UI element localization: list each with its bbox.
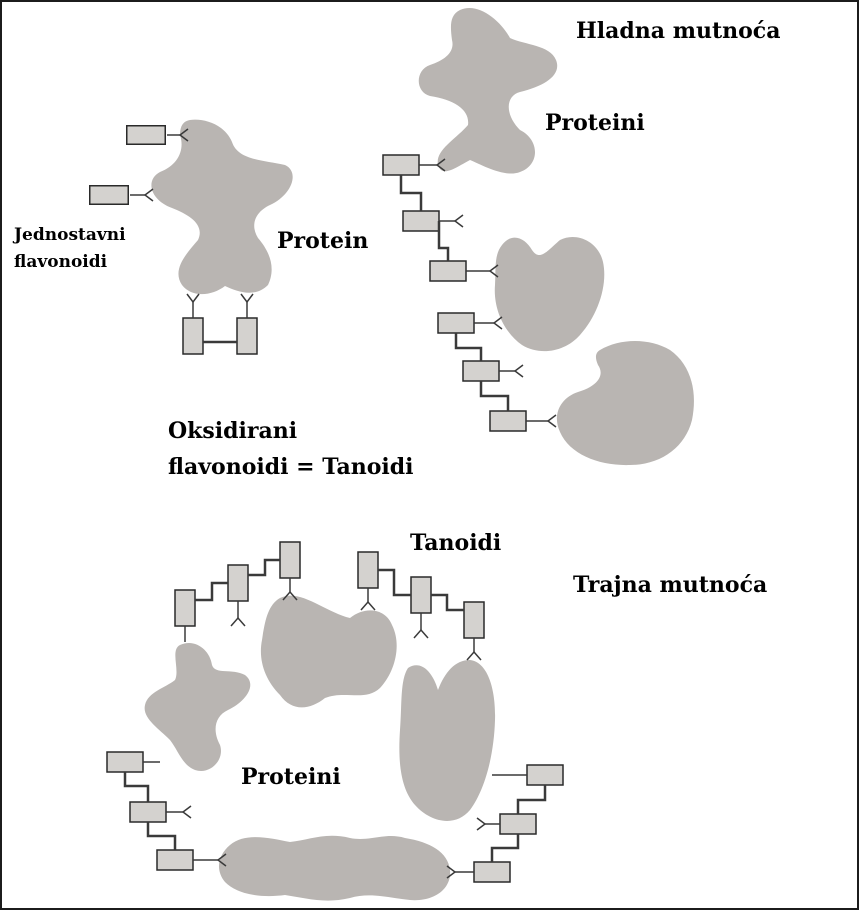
- label-oksidirani: Oksidirani: [168, 418, 298, 444]
- tannoid-chain-2: [437, 312, 557, 432]
- label-proteini-top: Proteini: [545, 110, 645, 136]
- tannoid-chain-4: [357, 551, 485, 661]
- protein-shape-1: [151, 119, 293, 295]
- simple-flavonoid-complex: [88, 119, 293, 355]
- label-tanoidi: Tanoidi: [410, 530, 502, 556]
- label-trajna-mutnoca: Trajna mutnoća: [573, 572, 768, 598]
- label-hladna-mutnoca: Hladna mutnoća: [576, 18, 781, 44]
- tannoid-chain-5: [106, 751, 227, 871]
- tannoid-chain-6: [446, 764, 564, 883]
- tannoid-chain-3: [174, 541, 301, 642]
- protein-shape-6: [144, 642, 251, 771]
- protein-shape-7: [399, 660, 496, 821]
- label-jednostavni: Jednostavni: [14, 225, 126, 245]
- protein-shape-8: [218, 835, 451, 901]
- flavonoid-dimer: [182, 293, 258, 355]
- flavonoid-box-1: [125, 124, 189, 146]
- tannoid-chain-complex: [382, 8, 694, 466]
- tannoid-chain-1: [382, 154, 499, 282]
- label-oksidirani-flavonoidi: flavonoidi = Tanoidi: [168, 454, 414, 480]
- protein-shape-3: [494, 236, 605, 352]
- protein-shape-2: [418, 8, 558, 174]
- label-flavonoidi: flavonoidi: [14, 252, 108, 272]
- protein-shape-4: [556, 341, 694, 466]
- protein-shape-5: [260, 595, 397, 708]
- label-protein: Protein: [277, 228, 369, 254]
- permanent-haze-complex: [106, 541, 564, 901]
- label-proteini-bottom: Proteini: [241, 764, 341, 790]
- flavonoid-box-2: [88, 184, 154, 206]
